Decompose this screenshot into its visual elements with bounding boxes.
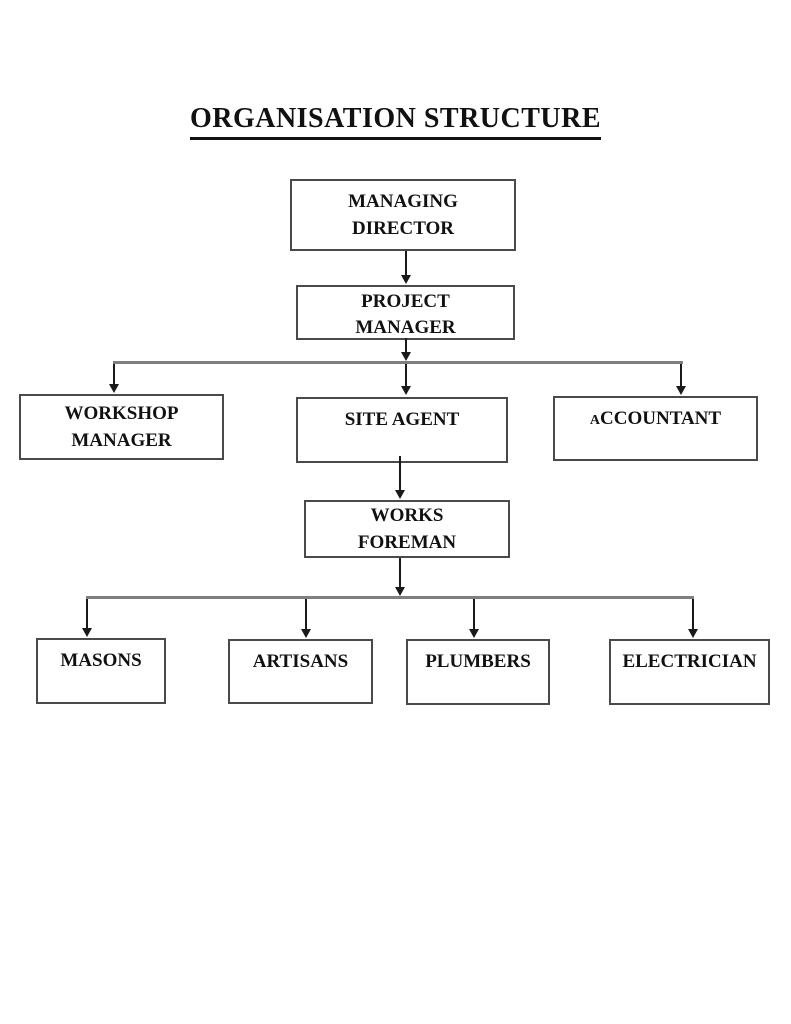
- connector-vline-rail-artisans: [305, 599, 307, 629]
- org-box-label-line: PROJECT: [361, 291, 450, 312]
- org-box-label-line: MANAGING: [348, 191, 458, 212]
- org-box-label: MASONS: [60, 650, 142, 671]
- org-box-label: ARTISANS: [252, 651, 349, 672]
- arrow-down-icon: [301, 629, 311, 638]
- arrow-down-icon: [469, 629, 479, 638]
- org-box-label: ELECTRICIAN: [622, 651, 757, 672]
- org-box-electrician: ELECTRICIAN: [609, 639, 770, 705]
- arrow-down-icon: [401, 386, 411, 395]
- org-box-label-first-letter: A: [589, 413, 601, 428]
- arrow-down-icon: [401, 352, 411, 361]
- title-container: ORGANISATION STRUCTURE: [0, 103, 791, 140]
- org-box-label-line: MANAGER: [355, 317, 456, 338]
- arrow-down-icon: [688, 629, 698, 638]
- org-box-label: PLUMBERS: [425, 651, 531, 672]
- connector-vline-rail-plumbers: [473, 599, 475, 629]
- org-box-label-line: WORKSHOP: [64, 403, 179, 424]
- page-title: ORGANISATION STRUCTURE: [189, 103, 602, 140]
- org-box-label: CCOUNTANT: [600, 408, 722, 429]
- connector-vline-rail-accountant: [680, 364, 682, 386]
- org-box-project-manager: PROJECT MANAGER: [296, 285, 515, 340]
- connector-vline-md-pm: [405, 251, 407, 275]
- arrow-down-icon: [109, 384, 119, 393]
- arrow-down-icon: [395, 587, 405, 596]
- connector-vline-pm-rail: [405, 338, 407, 352]
- arrow-down-icon: [401, 275, 411, 284]
- org-box-label-line: DIRECTOR: [351, 218, 455, 239]
- org-box-label: SITE AGENT: [344, 409, 460, 430]
- org-box-plumbers: PLUMBERS: [406, 639, 550, 705]
- org-box-label-line: WORKS: [370, 505, 444, 526]
- connector-hline-rail1: [113, 361, 683, 364]
- org-box-masons: MASONS: [36, 638, 166, 704]
- connector-vline-rail-masons: [86, 599, 88, 628]
- connector-vline-rail-electrician: [692, 599, 694, 629]
- connector-hline-rail2: [86, 596, 694, 599]
- arrow-down-icon: [82, 628, 92, 637]
- org-box-managing-director: MANAGING DIRECTOR: [290, 179, 516, 251]
- org-box-label-line: FOREMAN: [357, 532, 457, 553]
- arrow-down-icon: [395, 490, 405, 499]
- org-box-site-agent: SITE AGENT: [296, 397, 508, 463]
- org-box-artisans: ARTISANS: [228, 639, 373, 704]
- org-box-workshop-manager: WORKSHOP MANAGER: [19, 394, 224, 460]
- connector-vline-rail-siteagent: [405, 364, 407, 386]
- org-box-accountant: ACCOUNTANT: [553, 396, 758, 461]
- arrow-down-icon: [676, 386, 686, 395]
- connector-vline-rail-workshop: [113, 364, 115, 384]
- connector-vline-foreman-rail: [399, 558, 401, 587]
- connector-vline-siteagent-foreman: [399, 456, 401, 490]
- org-box-label-line: MANAGER: [71, 430, 172, 451]
- org-box-works-foreman: WORKS FOREMAN: [304, 500, 510, 558]
